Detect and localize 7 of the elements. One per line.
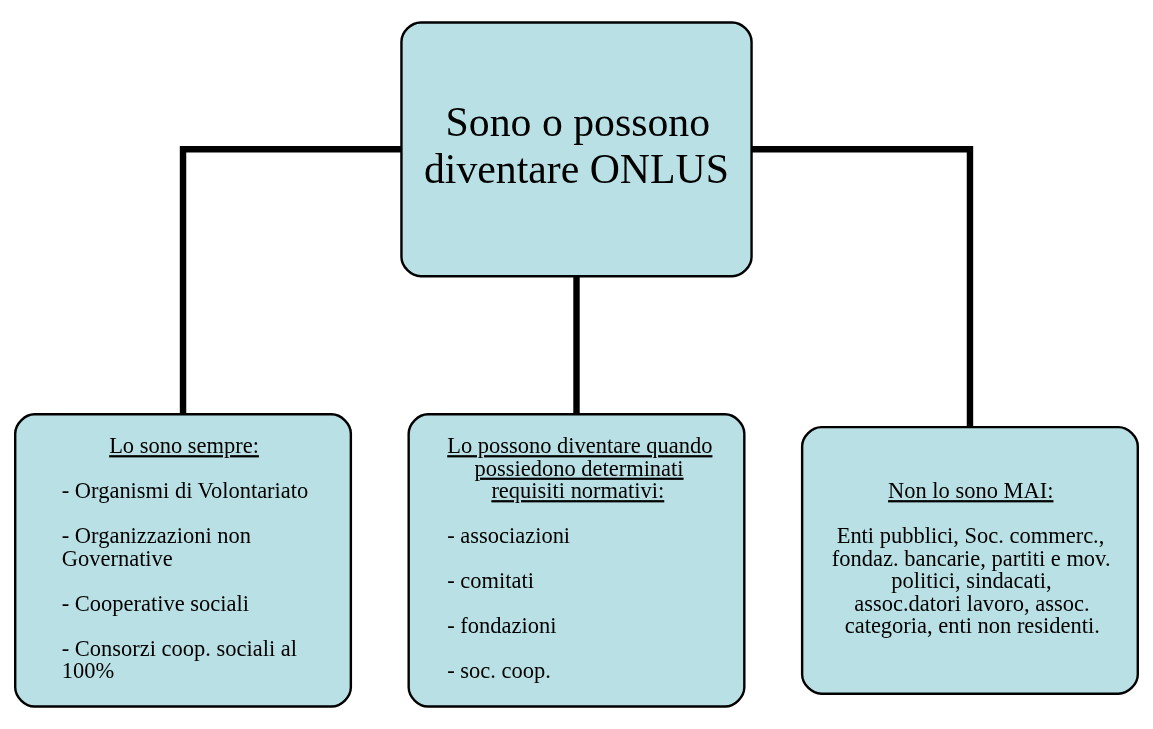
connector bbox=[179, 146, 402, 414]
connector bbox=[573, 276, 580, 414]
node-box: Lo sono sempre: - Organismi di Volontariato - Organizzazioni non Governative - Cooperative sociali - Consorzi coop. sociali al 100% bbox=[14, 413, 353, 708]
node-box: Non lo sono MAI: Enti pubblici, Soc. commerc., fondaz. bancarie, partiti e mov. politici, sindacati, assoc.datori lavoro, assoc. categoria, enti non residenti. bbox=[800, 425, 1139, 695]
node-box: Sono o possono diventare ONLUS bbox=[400, 21, 753, 278]
node-box: Lo possono diventare quando possiedono determinati requisiti normativi: - associazioni - comitati - fondazioni - soc. coop. bbox=[407, 413, 746, 708]
connector bbox=[751, 146, 974, 427]
